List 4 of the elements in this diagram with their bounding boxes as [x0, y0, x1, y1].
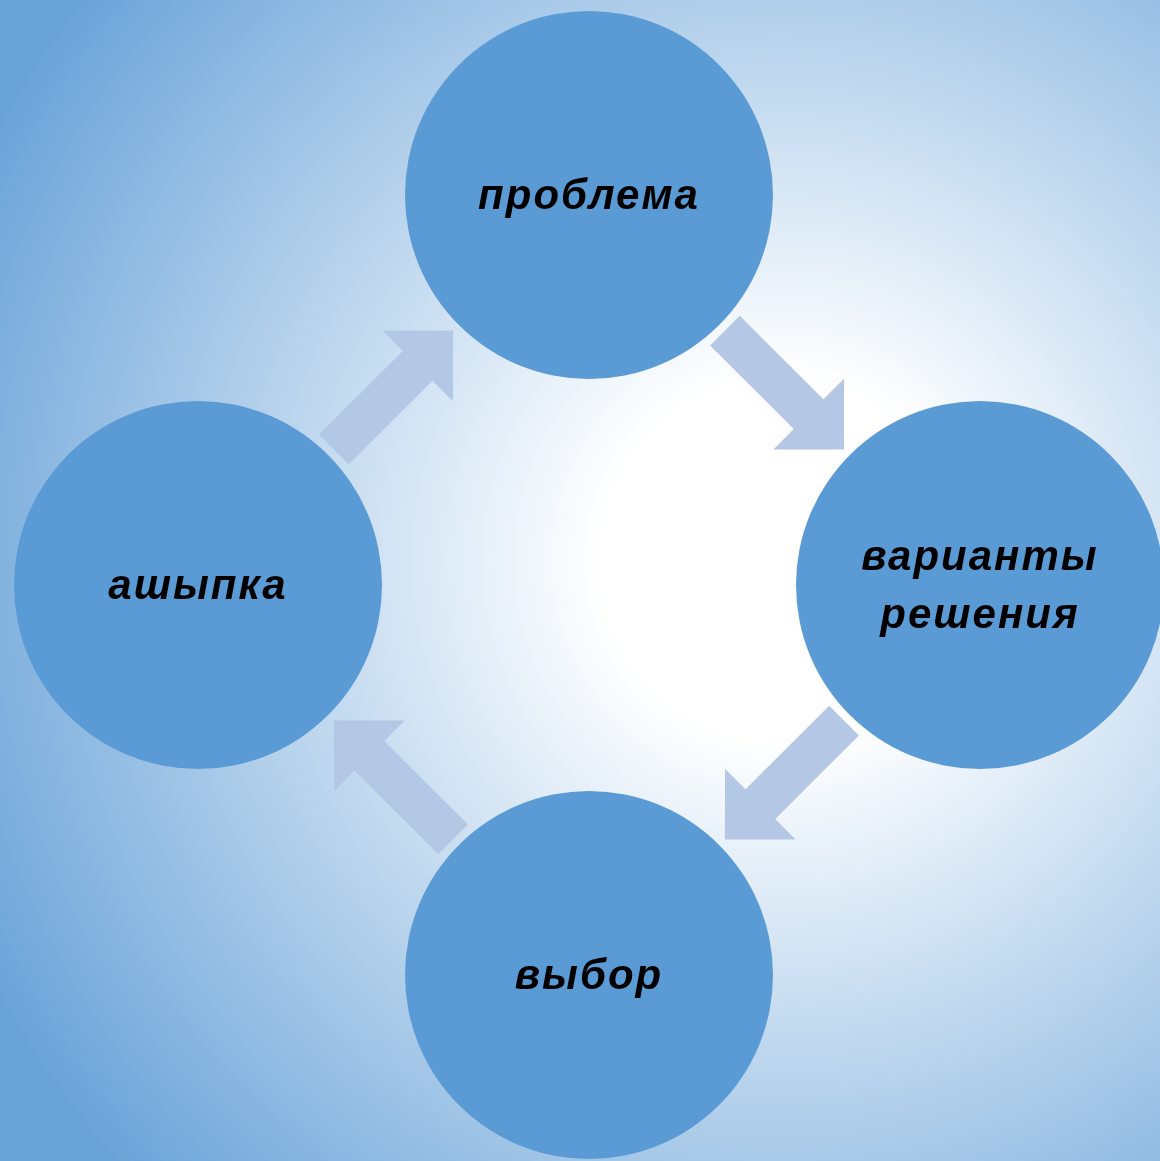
node-label: варианты решения	[860, 531, 1100, 639]
node-label: выбор	[513, 950, 665, 1000]
node-label: ашыпка	[107, 560, 289, 610]
node-label: проблема	[477, 170, 701, 220]
